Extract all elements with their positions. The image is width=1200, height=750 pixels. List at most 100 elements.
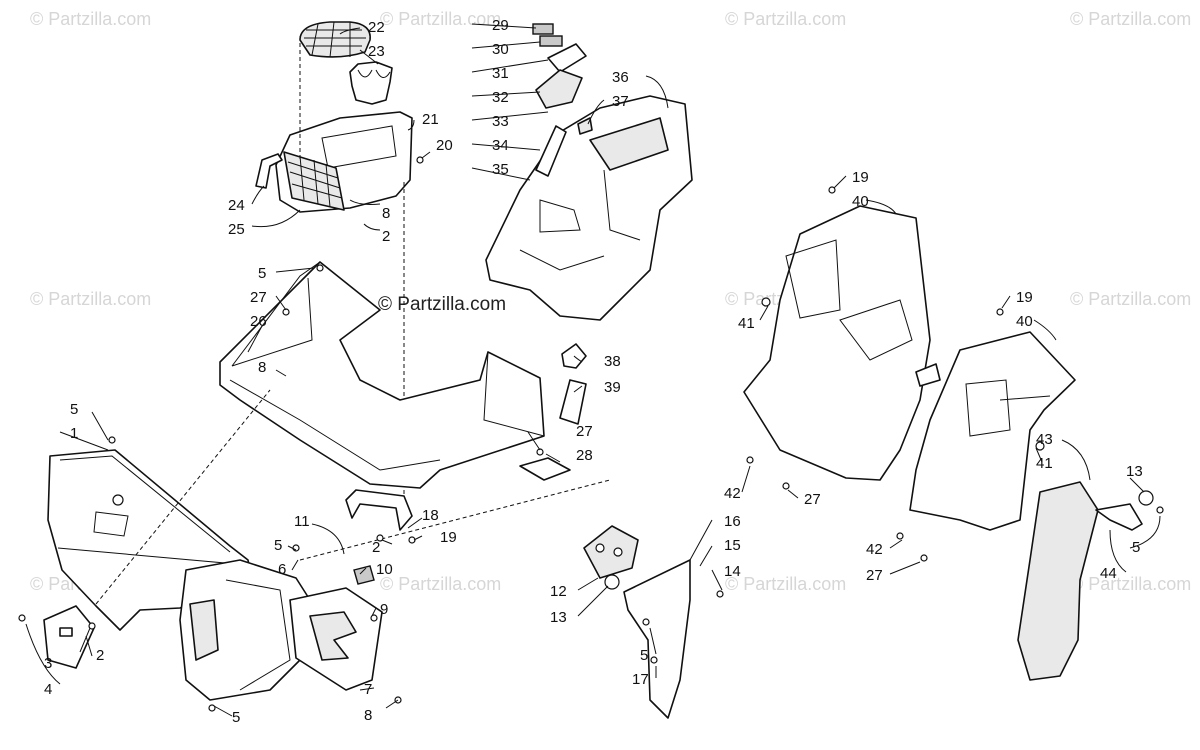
callout-14: 14 [724,563,741,580]
callout-7: 7 [364,681,372,698]
bolt [782,482,790,490]
callout-23: 23 [368,43,385,60]
callout-1: 1 [70,425,78,442]
callout-43: 43 [1036,431,1053,448]
panel-hole [112,494,124,506]
latch-clip [539,35,563,47]
side-panel-detail [785,239,913,361]
callout-27: 27 [866,567,883,584]
callout-12: 12 [550,583,567,600]
leader-lines [25,23,1161,717]
callout-41: 41 [738,315,755,332]
callout-2: 2 [372,539,380,556]
bolt [282,308,290,316]
callout-27: 27 [576,423,593,440]
bolt [292,544,300,552]
grommet [604,574,620,590]
console-handle [255,153,283,189]
bolt [761,297,771,307]
bracket-hole [595,543,605,553]
floor-edges [229,261,545,471]
watermark: © Partzilla.com [380,574,501,594]
callout-2: 2 [96,647,104,664]
callout-4: 4 [44,681,52,698]
callout-15: 15 [724,537,741,554]
clip-10 [353,565,375,585]
callouts: 22 23 21 20 24 25 8 2 29 30 31 32 33 34 … [44,17,1143,726]
bolt [1035,441,1045,451]
callout-16: 16 [724,513,741,530]
callout-8: 8 [364,707,372,724]
latch-trim [547,43,587,73]
callout-8: 8 [382,205,390,222]
watermark: © Partzilla.com [1070,574,1191,594]
bolt [316,264,324,272]
callout-2: 2 [382,228,390,245]
fender-piece [1017,481,1099,681]
watermark: © Partzilla.com [30,289,151,309]
bolt [208,704,216,712]
mount-plate [43,605,95,669]
callout-34: 34 [492,137,509,154]
floor-panel [219,261,545,489]
floor-pan [219,261,545,489]
panel-right-detail [225,579,291,691]
latch-plate [535,69,583,109]
callout-5: 5 [258,265,266,282]
bolt [896,532,904,540]
bolt [650,656,658,664]
fender-grommet [1138,490,1154,506]
callout-30: 30 [492,41,509,58]
callout-5: 5 [70,401,78,418]
center-brackets [95,389,611,605]
bolt [370,614,378,622]
callout-28: 28 [576,447,593,464]
callout-40: 40 [852,193,869,210]
callout-33: 33 [492,113,509,130]
callout-22: 22 [368,19,385,36]
bolt [828,186,836,194]
callout-8: 8 [258,359,266,376]
callout-42: 42 [724,485,741,502]
mesh-grid [304,21,366,58]
fender-bracket [1095,503,1143,531]
panel-right [179,559,311,701]
side-panel-tab [915,363,941,387]
callout-21: 21 [422,111,439,128]
watermark: © Partzilla.com [725,574,846,594]
side-panel [909,331,1076,531]
callout-6: 6 [278,561,286,578]
callout-19: 19 [1016,289,1033,306]
callout-31: 31 [492,65,509,82]
bolt [1156,506,1164,514]
latch-button [532,23,554,35]
callout-17: 17 [632,671,649,688]
callout-35: 35 [492,161,509,178]
cup-holder [349,61,393,105]
front-panel [43,449,383,701]
callout-18: 18 [422,507,439,524]
callout-19: 19 [852,169,869,186]
callout-9: 9 [380,601,388,618]
callout-32: 32 [492,89,509,106]
watermark: © Partzilla.com [725,9,846,29]
seal-strip [535,125,567,177]
bracket-28 [519,457,571,481]
callout-13: 13 [550,609,567,626]
footrest-tread [309,611,357,661]
callout-25: 25 [228,221,245,238]
console-assembly [255,21,413,520]
callout-29: 29 [492,17,509,34]
callout-11: 11 [294,513,310,530]
leader-dashes [95,389,611,605]
callout-26: 26 [250,313,267,330]
bolt [642,618,650,626]
storage-label [589,117,669,171]
bracket-hole [613,547,623,557]
bolt [376,534,384,542]
mesh-cover [299,21,371,58]
panel-vent [189,599,219,661]
callout-13: 13 [1126,463,1143,480]
bolt [920,554,928,562]
